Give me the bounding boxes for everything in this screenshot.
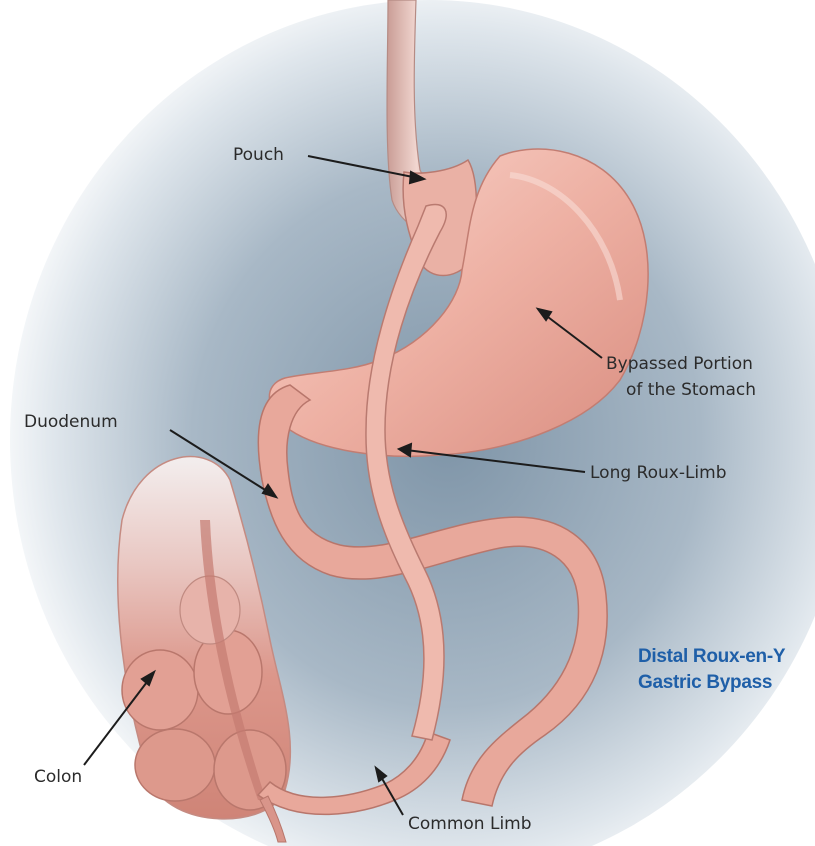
diagram-title-line1: Distal Roux-en-Y [638,644,785,669]
common-limb-label: Common Limb [408,813,532,835]
diagram-title-line2: Gastric Bypass [638,670,772,695]
long-roux-limb-label: Long Roux-Limb [590,462,727,484]
bypassed-stomach-label-line2: of the Stomach [626,379,756,401]
pouch-label: Pouch [233,144,284,166]
colon-label: Colon [34,766,82,788]
duodenum-label: Duodenum [24,411,118,433]
bypassed-stomach-label-line1: Bypassed Portion [606,353,753,375]
